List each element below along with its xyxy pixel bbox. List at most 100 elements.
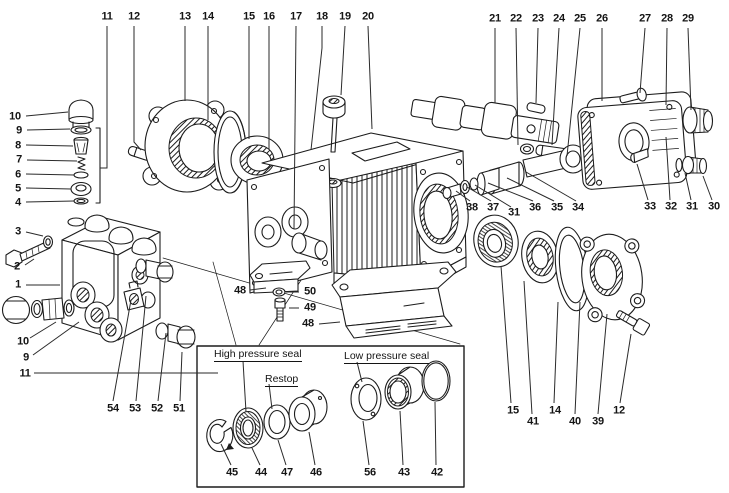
part-callout-29: 29 — [682, 12, 694, 25]
low-pressure-seal-label: Low pressure seal — [344, 350, 430, 365]
part-callout-2: 2 — [14, 260, 20, 273]
leader-line-23-12 — [535, 27, 539, 104]
part-callout-34: 34 — [572, 201, 584, 214]
part-callout-40: 40 — [569, 415, 581, 428]
restop-ring-part — [263, 404, 291, 440]
leader-line-7-22 — [26, 159, 78, 162]
leader-line-12-1 — [133, 26, 142, 151]
leader-line-33-46 — [636, 163, 649, 201]
leader-line-4-25 — [25, 200, 75, 203]
part-callout-11: 11 — [101, 10, 113, 23]
part-callout-21: 21 — [489, 12, 501, 25]
part-callout-49: 49 — [304, 301, 316, 314]
leader-line-48-39 — [318, 321, 341, 325]
head-bolt-washer — [5, 235, 54, 268]
leader-line-51-35 — [179, 351, 183, 402]
valve-fitting — [123, 280, 145, 311]
part-callout-12: 12 — [128, 10, 140, 23]
part-callout-7: 7 — [16, 153, 22, 166]
bearing-flange — [579, 233, 646, 323]
leader-line-54-32 — [112, 299, 132, 402]
leader-line-9-30 — [32, 321, 80, 356]
leader-line-37-41 — [466, 186, 492, 202]
high-pressure-seal-label-leader — [242, 360, 247, 413]
part-callout-26: 26 — [596, 12, 608, 25]
detail-inset — [196, 345, 465, 488]
cover-bolt — [619, 87, 647, 104]
crankshaft — [410, 95, 560, 144]
part-callout-27: 27 — [639, 12, 651, 25]
part-callout-28: 28 — [661, 12, 673, 25]
part-callout-39: 39 — [592, 415, 604, 428]
part-callout-9: 9 — [16, 124, 22, 137]
leader-line-10-19 — [25, 111, 69, 117]
leader-line-24-13 — [551, 27, 560, 146]
inlet-valve-assembly — [68, 99, 101, 205]
drain-plug-assembly — [1, 295, 75, 325]
seal-cup — [288, 389, 328, 432]
leader-line-36-43 — [487, 182, 534, 202]
part-callout-53: 53 — [129, 402, 141, 415]
flange-bolt — [615, 310, 651, 336]
leader-line-45-56 — [220, 443, 232, 466]
leader-line-25-14 — [566, 27, 581, 157]
leader-line-22-11 — [515, 27, 519, 146]
part-callout-15: 15 — [507, 404, 519, 417]
side-plug-small — [135, 258, 174, 283]
seal-bush — [384, 366, 425, 410]
part-callout-10: 10 — [17, 335, 29, 348]
part-callout-25: 25 — [574, 12, 586, 25]
leader-line-56-60 — [362, 420, 370, 466]
leader-line-17-6 — [293, 25, 297, 230]
leader-line-42-62 — [434, 401, 437, 466]
part-callout-56: 56 — [364, 466, 376, 479]
pump-head — [61, 214, 161, 343]
leader-line-43-61 — [399, 410, 404, 466]
leader-line-32-47 — [665, 136, 671, 201]
leader-line-11-0 — [100, 26, 108, 169]
leader-line-3-26 — [25, 231, 44, 237]
leader-line-28-17 — [665, 27, 668, 106]
part-callout-19: 19 — [339, 10, 351, 23]
part-callout-22: 22 — [510, 12, 522, 25]
part-callout-6: 6 — [15, 168, 21, 181]
leader-line-38-40 — [455, 190, 471, 202]
part-callout-47: 47 — [281, 466, 293, 479]
part-callout-42: 42 — [431, 466, 443, 479]
part-callout-48: 48 — [302, 317, 314, 330]
part-callout-11: 11 — [19, 367, 31, 380]
leader-line-34-45 — [525, 171, 577, 202]
leader-line-35-44 — [506, 177, 555, 202]
part-callout-20: 20 — [362, 10, 374, 23]
rear-oil-seal — [521, 230, 559, 284]
front-oil-seal — [230, 135, 284, 185]
leader-line-15-50 — [500, 265, 512, 404]
part-callout-30: 30 — [708, 200, 720, 213]
leader-line-10-29 — [29, 321, 57, 339]
leader-line-31-48 — [684, 172, 692, 201]
part-callout-54: 54 — [107, 402, 119, 415]
leader-line-9-20 — [26, 128, 71, 131]
leader-line-39-54 — [597, 313, 608, 415]
leader-line-8-21 — [25, 144, 74, 147]
part-callout-14: 14 — [202, 10, 214, 23]
part-callout-8: 8 — [15, 139, 21, 152]
part-callout-31: 31 — [686, 200, 698, 213]
part-callout-45: 45 — [226, 466, 238, 479]
part-callout-1: 1 — [15, 278, 21, 291]
leader-line-18-7 — [310, 26, 323, 151]
part-callout-12: 12 — [613, 404, 625, 417]
part-callout-9: 9 — [23, 351, 29, 364]
leader-line-53-33 — [135, 295, 147, 402]
high-pressure-seal-part — [232, 407, 264, 449]
leader-line-5-24 — [25, 187, 72, 190]
part-callout-43: 43 — [398, 466, 410, 479]
high-pressure-seal-label: High pressure seal — [214, 348, 302, 363]
leader-line-30-49 — [702, 175, 713, 201]
leader-line-29-18 — [687, 27, 692, 111]
part-callout-10: 10 — [9, 110, 21, 123]
part-callout-50: 50 — [304, 285, 316, 298]
bracket-washer — [272, 287, 286, 297]
leader-line-40-53 — [574, 301, 581, 415]
